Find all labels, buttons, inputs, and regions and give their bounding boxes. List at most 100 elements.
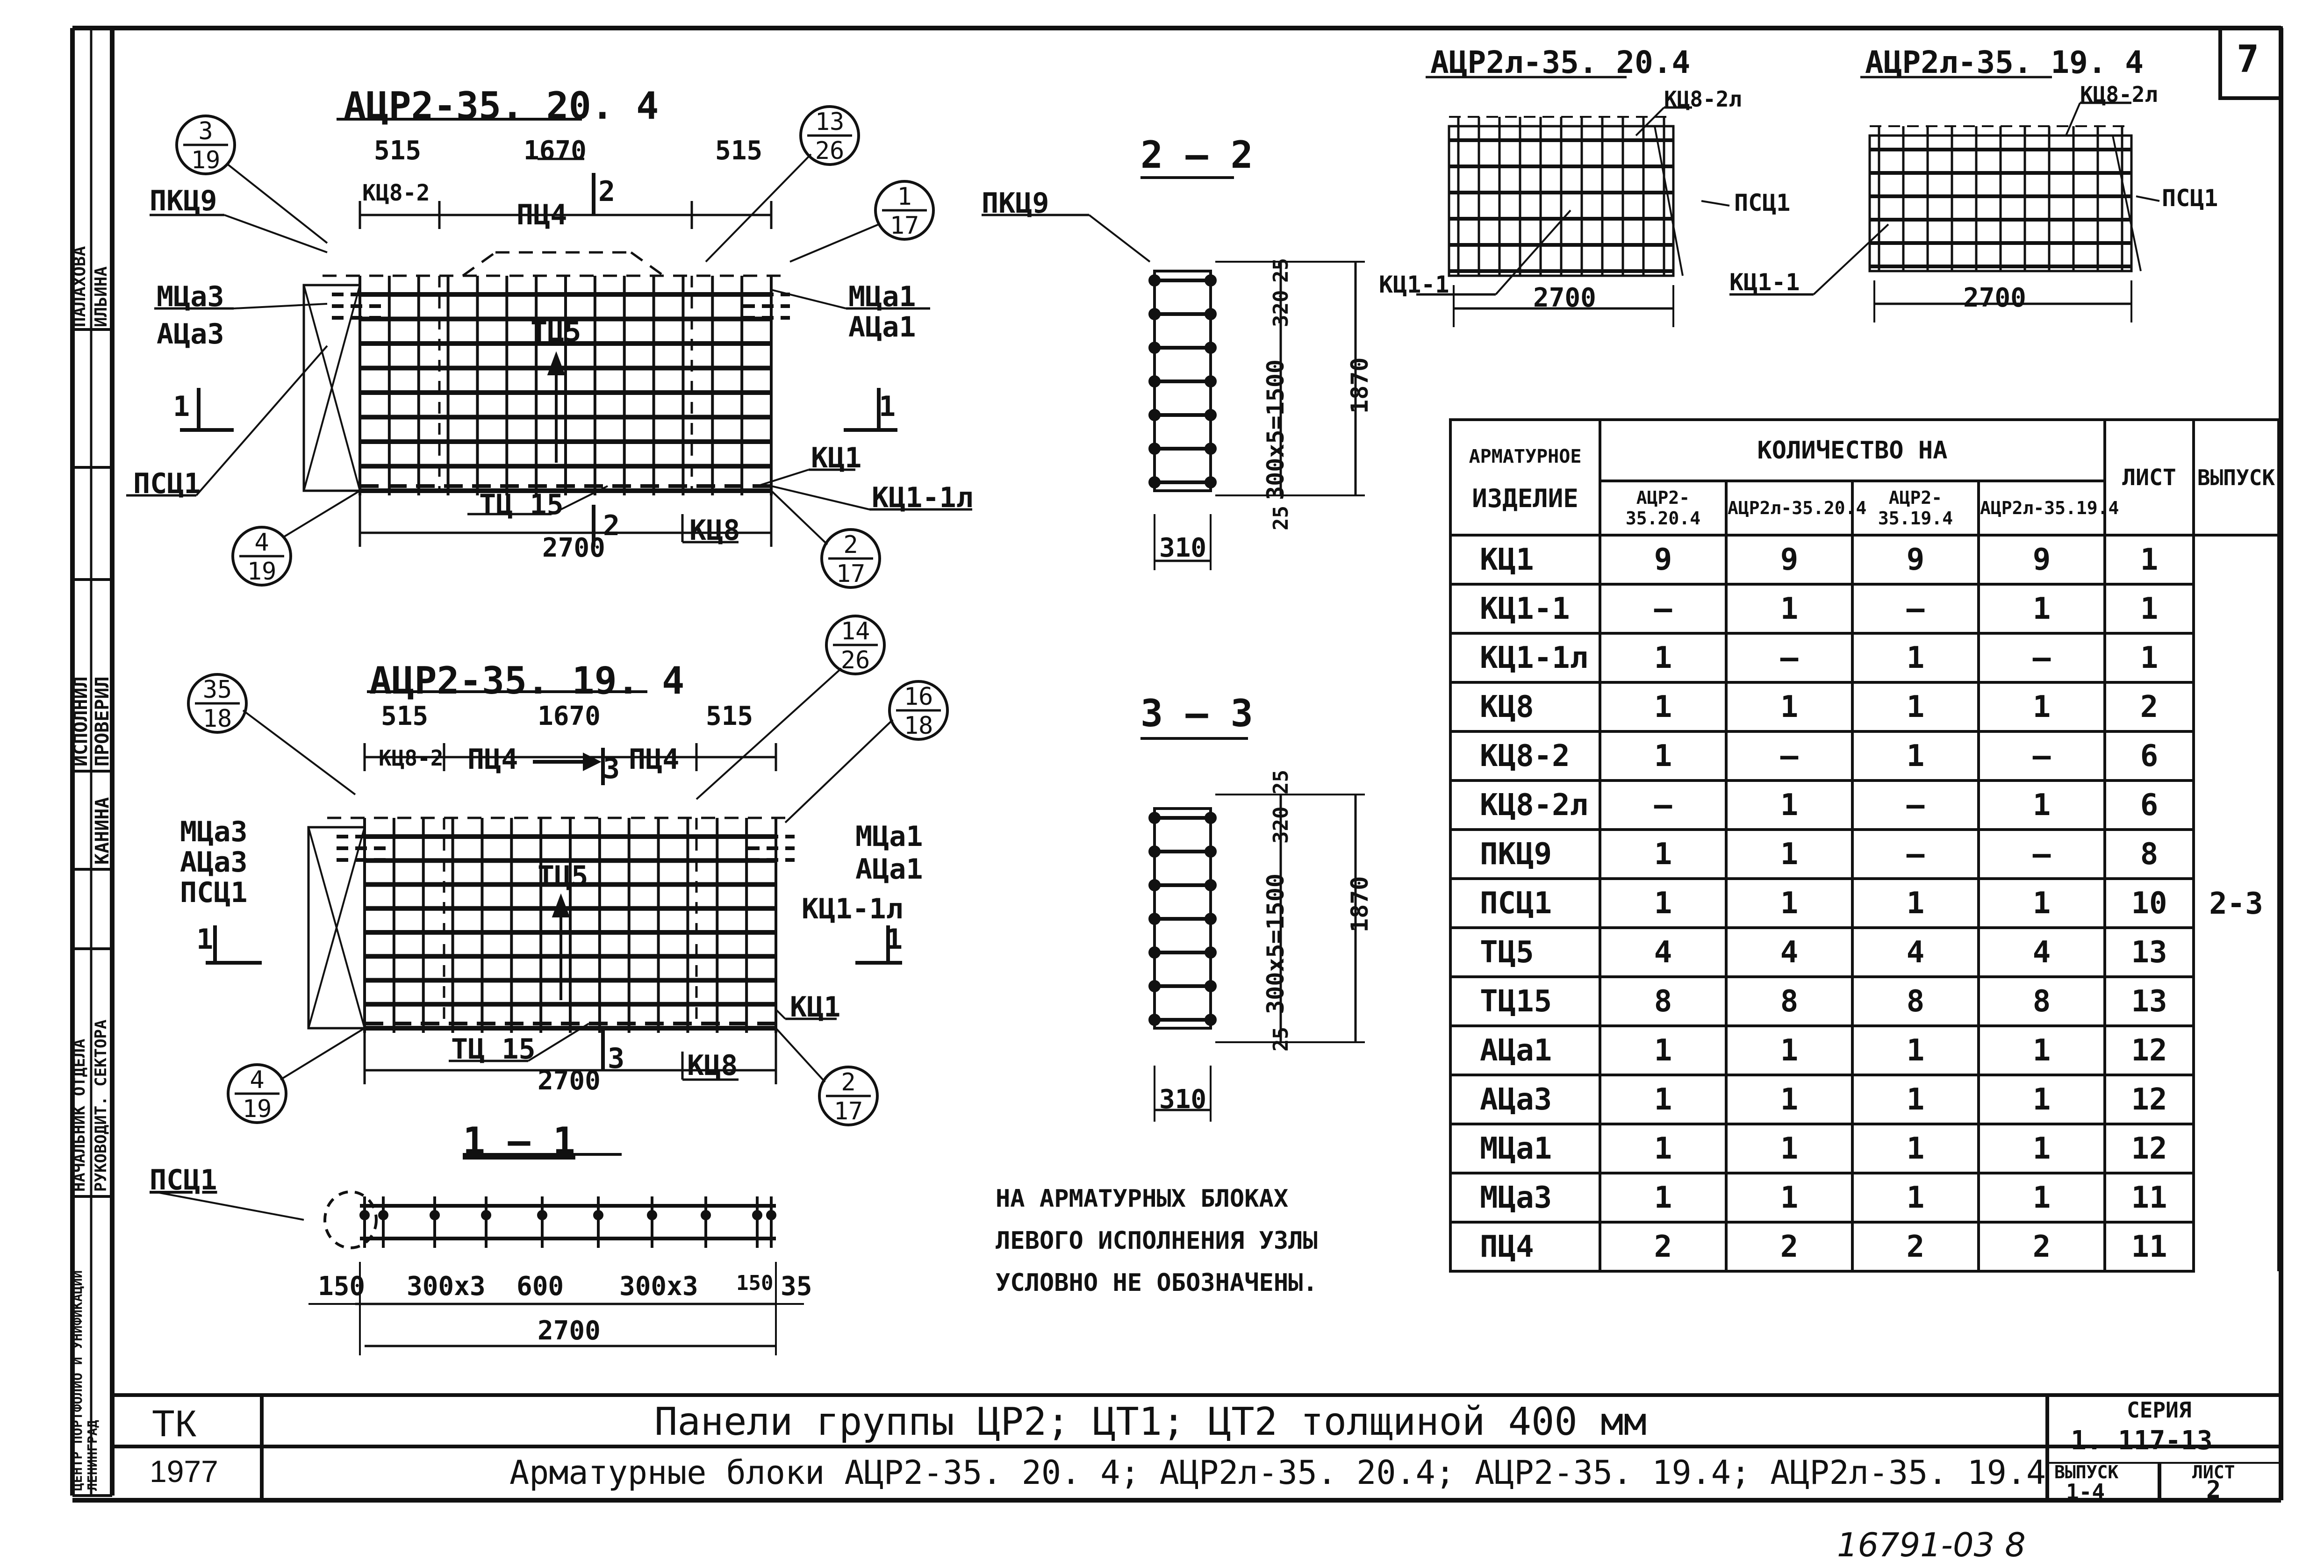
cell-qty: 9	[1725, 534, 1854, 586]
cell-sheet: 11	[2103, 1221, 2195, 1273]
leader	[195, 345, 328, 496]
block1-label-tc15: ТЦ 15	[479, 488, 564, 521]
cell-item: АЦа1	[1449, 1024, 1601, 1076]
col-header-item: АРМАТУРНОЕ ИЗДЕЛИЕ	[1449, 418, 1601, 537]
callout-3-19-top: 3	[198, 117, 213, 145]
block2-label-kc8-2: КЦ8-2	[379, 745, 444, 771]
cell-qty: 8	[1599, 975, 1728, 1027]
block2-label-tc5: ТЦ5	[538, 860, 588, 893]
cell-item: ТЦ5	[1449, 926, 1601, 978]
cell-qty: 1	[1977, 1172, 2106, 1224]
block2-section-3-bottom: 3	[608, 1042, 625, 1075]
cell-qty: 1	[1977, 779, 2106, 831]
callout-2-17-circle	[818, 1066, 879, 1126]
cell-sheet: 2	[2103, 681, 2195, 733]
arrow-head	[547, 351, 566, 375]
series-label: СЕРИЯ	[2127, 1397, 2192, 1423]
cell-qty: —	[1977, 632, 2106, 684]
cell-sheet: 12	[2103, 1024, 2195, 1076]
block2-label-mca1: МЦа1	[855, 820, 923, 853]
rebar-dot	[1148, 812, 1161, 824]
col-header-sheet: ЛИСТ	[2103, 418, 2195, 537]
cell-qty: 4	[1977, 926, 2106, 978]
rebar-dot	[1148, 375, 1161, 387]
block4-label-kc1-1: КЦ1-1	[1729, 269, 1800, 296]
leader	[224, 214, 328, 253]
col-subheader-1: АЦР2-35.20.4	[1599, 480, 1728, 537]
callout-35-18-circle	[187, 673, 248, 734]
leader	[233, 303, 328, 309]
cell-item: ПСЦ1	[1449, 877, 1601, 929]
block2-label-aca1: АЦа1	[855, 853, 923, 886]
block1-section-2-top: 2	[598, 175, 616, 208]
leader	[757, 469, 809, 487]
sheet-value: 2	[2206, 1476, 2221, 1504]
note-line-1: НА АРМАТУРНЫХ БЛОКАХ	[996, 1185, 1289, 1213]
section-1-1-dim-150a: 150	[318, 1271, 366, 1302]
block4-label-psc1: ПСЦ1	[2162, 185, 2218, 212]
col-header-item-line1: АРМАТУРНОЕ	[1469, 445, 1582, 467]
cell-qty: 4	[1599, 926, 1728, 978]
cell-item: КЦ1-1	[1449, 583, 1601, 635]
specification-table: АРМАТУРНОЕ ИЗДЕЛИЕ КОЛИЧЕСТВО НА ЛИСТ ВЫ…	[1449, 418, 2280, 1273]
cell-qty: 9	[1851, 534, 1980, 586]
note-line-2: ЛЕВОГО ИСПОЛНЕНИЯ УЗЛЫ	[996, 1227, 1318, 1255]
psc1-end	[323, 1190, 378, 1249]
block1-label-aca1: АЦа1	[848, 311, 916, 344]
cell-qty: 1	[1599, 1172, 1728, 1224]
rebar-dot	[1148, 946, 1161, 959]
cell-sheet: 13	[2103, 926, 2195, 978]
cell-qty: 1	[1851, 1123, 1980, 1174]
leader	[2065, 102, 2081, 136]
callout-16-18-bottom: 18	[904, 712, 933, 740]
block1-label-pkc9: ПКЦ9	[150, 185, 217, 217]
block1-label-kc8-2: КЦ8-2	[362, 180, 430, 206]
rebar-dot	[1148, 342, 1161, 354]
cell-qty: —	[1599, 779, 1728, 831]
cell-item: ТЦ15	[1449, 975, 1601, 1027]
cell-qty: 1	[1599, 730, 1728, 782]
leader	[280, 1027, 366, 1081]
col-subheader-4: АЦР2л-35.19.4	[1977, 480, 2119, 537]
block1-label-tc5: ТЦ5	[531, 315, 581, 348]
cell-sheet: 10	[2103, 877, 2195, 929]
cell-sheet: 1	[2103, 534, 2195, 586]
cell-qty: —	[1851, 779, 1980, 831]
raised-line	[462, 251, 496, 277]
callout-2-17-bottom: 17	[834, 1097, 863, 1125]
cell-qty: 2	[1851, 1221, 1980, 1273]
cell-sheet: 1	[2103, 583, 2195, 635]
rebar-dot	[378, 1210, 388, 1220]
leader	[770, 490, 828, 545]
cell-qty: 1	[1599, 1024, 1728, 1076]
block2-label-kc1: КЦ1	[790, 991, 841, 1024]
note-line-3: УСЛОВНО НЕ ОБОЗНАЧЕНЫ.	[996, 1269, 1318, 1297]
cell-qty: 4	[1851, 926, 1980, 978]
cell-qty: 1	[1851, 681, 1980, 733]
rebar-dot	[1205, 879, 1217, 891]
cell-qty: 1	[1725, 583, 1854, 635]
rebar-dot	[1148, 443, 1161, 455]
cell-issue: 2-3	[2192, 534, 2280, 1271]
cell-qty: 9	[1599, 534, 1728, 586]
leader	[789, 223, 879, 263]
title-line-1: Панели группы ЦР2; ЦТ1; ЦТ2 толщиной 400…	[654, 1400, 1647, 1444]
title-year: 1977	[150, 1454, 218, 1489]
cell-sheet: 8	[2103, 828, 2195, 880]
raised-line	[630, 251, 665, 277]
callout-3-19-circle	[175, 115, 236, 175]
rebar-dot	[647, 1210, 657, 1220]
block3-label-kc1-1: КЦ1-1	[1379, 271, 1449, 298]
block1-dim-right: 515	[715, 136, 763, 166]
cell-qty: —	[1851, 828, 1980, 880]
leader	[1701, 200, 1730, 207]
callout-14-26-top: 14	[841, 617, 870, 645]
